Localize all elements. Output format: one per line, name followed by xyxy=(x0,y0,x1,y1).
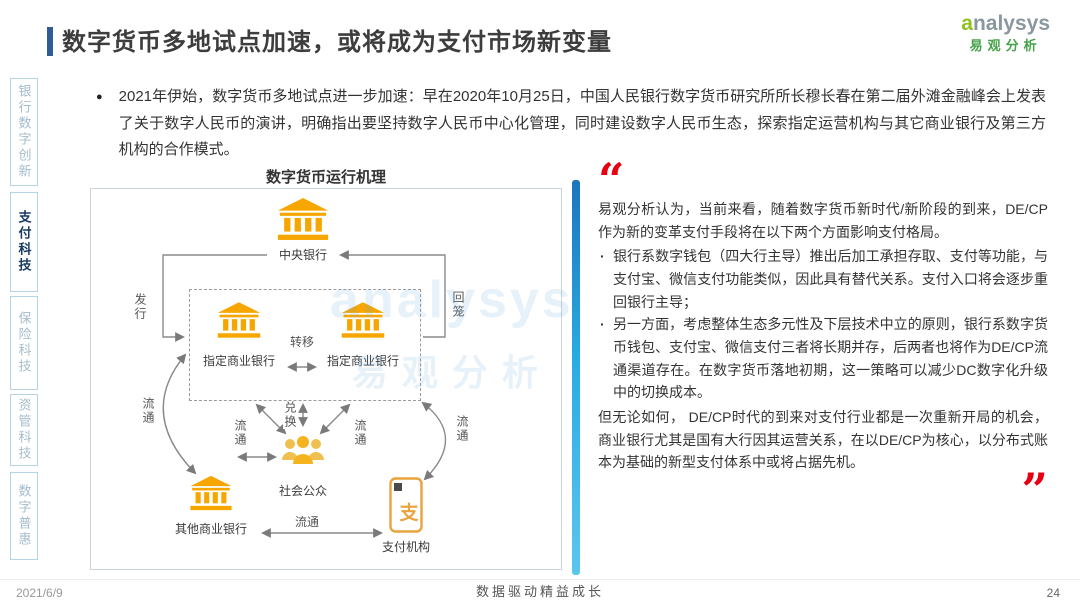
quote-close-icon: ” xyxy=(1021,463,1048,518)
footer-date: 2021/6/9 xyxy=(16,586,63,600)
sidebar-item-bank-digital[interactable]: 银行数字创新 xyxy=(10,78,38,186)
designated-bank-right-label: 指定商业银行 xyxy=(318,353,408,369)
footer-divider xyxy=(0,579,1080,580)
circulate-label-far-left: 流通 xyxy=(141,397,155,425)
title-accent-bar xyxy=(47,27,53,56)
logo-cn-text: 易观分析 xyxy=(969,38,1042,54)
circulate-label-bottom: 流通 xyxy=(293,513,322,530)
public-label: 社会公众 xyxy=(267,483,339,499)
arrow-circulate-far-left xyxy=(162,353,197,475)
bullet-icon: ● xyxy=(96,91,103,103)
bank-icon xyxy=(277,198,329,240)
arrow-withdraw xyxy=(339,250,446,338)
sidebar-item-asset-tech[interactable]: 资管科技 xyxy=(10,394,38,466)
quote-open-icon: “ xyxy=(598,153,625,207)
page-number: 24 xyxy=(1046,586,1060,600)
analysis-bullet-2-text: 另一方面，考虑整体生态多元性及下层技术中立的原则，银行系数字货币钱包、支付宝、微… xyxy=(613,316,1048,401)
circulate-label-far-right: 流通 xyxy=(455,415,469,443)
designated-bank-right-node xyxy=(340,301,386,344)
arrow-circulate-left xyxy=(255,403,287,435)
designated-banks-group-box xyxy=(189,289,421,401)
central-bank-node xyxy=(275,197,331,246)
analysys-logo: analysys 易观分析 xyxy=(961,12,1050,54)
logo-leaf-icon: a xyxy=(961,12,973,35)
payment-org-node: 支 xyxy=(389,477,423,538)
page-title: 数字货币多地试点加速，或将成为支付市场新变量 xyxy=(62,29,612,56)
people-icon xyxy=(282,436,324,464)
intro-text: 2021年伊始，数字货币多地试点进一步加速：早在2020年10月25日，中国人民… xyxy=(118,88,1046,159)
circulate-label-left: 流通 xyxy=(233,419,247,447)
other-bank-label: 其他商业银行 xyxy=(172,521,250,537)
withdraw-label: 回笼 xyxy=(451,291,465,319)
payment-org-label: 支付机构 xyxy=(382,539,431,555)
public-node xyxy=(279,433,327,476)
bank-icon xyxy=(217,302,261,338)
sidebar-item-digital-inclusion[interactable]: 数字普惠 xyxy=(10,472,38,560)
analysis-bullet-list: · 银行系数字钱包（四大行主导）推出后加工承担存取、支付等功能，与支付宝、微信支… xyxy=(598,245,1048,404)
section-divider-bar xyxy=(572,180,580,575)
sidebar-item-insurance-tech[interactable]: 保险科技 xyxy=(10,296,38,390)
bank-icon xyxy=(190,475,232,511)
designated-bank-left-node xyxy=(216,301,262,344)
central-bank-label: 中央银行 xyxy=(271,247,335,263)
other-bank-node xyxy=(188,475,234,516)
diagram-canvas: 中央银行 指定商业银行 xyxy=(90,188,562,570)
analysis-conclusion: 但无论如何， DE/CP时代的到来对支付行业都是一次重新开局的机会，商业银行尤其… xyxy=(598,409,1048,471)
sidebar-item-payment-tech[interactable]: 支付科技 xyxy=(10,192,38,292)
bullet-dot-icon: · xyxy=(600,316,605,333)
analysis-bullet-1: · 银行系数字钱包（四大行主导）推出后加工承担存取、支付等功能，与支付宝、微信支… xyxy=(598,245,1048,313)
issue-label: 发行 xyxy=(133,293,147,321)
footer-slogan: 数据驱动精益成长 xyxy=(475,584,604,599)
intro-paragraph: ● 2021年伊始，数字货币多地试点进一步加速：早在2020年10月25日，中国… xyxy=(94,84,1046,164)
arrow-circulate-far-right xyxy=(421,401,447,481)
logo-brand: analysys xyxy=(961,12,1050,35)
exchange-label: 兑换 xyxy=(283,401,297,429)
diagram-arrows xyxy=(162,250,447,538)
payment-icon-char: 支 xyxy=(398,502,419,524)
diagram-title: 数字货币运行机理 xyxy=(265,169,386,186)
circulate-label-right: 流通 xyxy=(353,419,367,447)
arrow-issue xyxy=(162,254,267,342)
logo-brand-text: nalysys xyxy=(972,12,1050,35)
bullet-dot-icon: · xyxy=(600,248,605,265)
analysis-lead: 易观分析认为，当前来看，随着数字货币新时代/新阶段的到来，DE/CP作为新的变革… xyxy=(598,201,1048,240)
arrow-circulate-right xyxy=(319,403,351,435)
designated-bank-left-label: 指定商业银行 xyxy=(194,353,284,369)
analysis-panel: “ 易观分析认为，当前来看，随着数字货币新时代/新阶段的到来，DE/CP作为新的… xyxy=(598,153,1048,518)
transfer-label: 转移 xyxy=(288,333,317,350)
analysis-bullet-2: · 另一方面，考虑整体生态多元性及下层技术中立的原则，银行系数字货币钱包、支付宝… xyxy=(598,313,1048,404)
payment-phone-icon: 支 xyxy=(389,477,423,533)
analysis-bullet-1-text: 银行系数字钱包（四大行主导）推出后加工承担存取、支付等功能，与支付宝、微信支付功… xyxy=(613,248,1048,310)
bank-icon xyxy=(341,302,385,338)
